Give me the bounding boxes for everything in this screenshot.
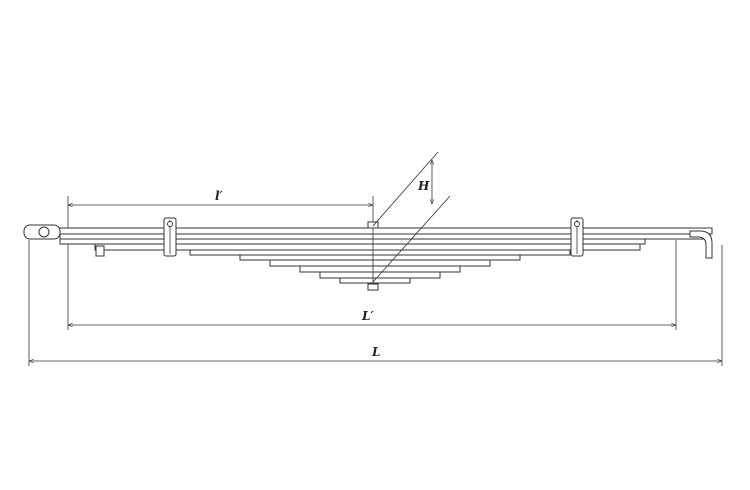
right-rebound-clip <box>570 217 584 257</box>
label-L: L <box>371 345 380 359</box>
spring-leaf <box>319 271 441 279</box>
spring-leaf <box>239 254 521 261</box>
label-H: H <box>417 179 430 193</box>
spring-leaf <box>189 249 571 256</box>
right-hook-end <box>689 230 713 259</box>
spring-leaf <box>59 233 711 240</box>
rear-bolt <box>95 245 105 257</box>
extension-lines <box>28 196 723 366</box>
spring-leaf <box>59 238 646 245</box>
spring-leaf <box>299 265 461 273</box>
spring-leaf <box>269 259 491 267</box>
label-l-prime: l′ <box>215 189 224 203</box>
spring-leaves <box>27 227 713 284</box>
main-leaf <box>27 227 713 235</box>
spring-leaf <box>94 243 641 251</box>
arch-height-dimension <box>372 151 451 283</box>
left-spring-eye <box>23 224 61 240</box>
spring-leaf <box>339 277 411 284</box>
center-bolt <box>367 221 379 291</box>
left-rebound-clip <box>163 217 177 257</box>
label-L-prime: L′ <box>361 309 374 323</box>
